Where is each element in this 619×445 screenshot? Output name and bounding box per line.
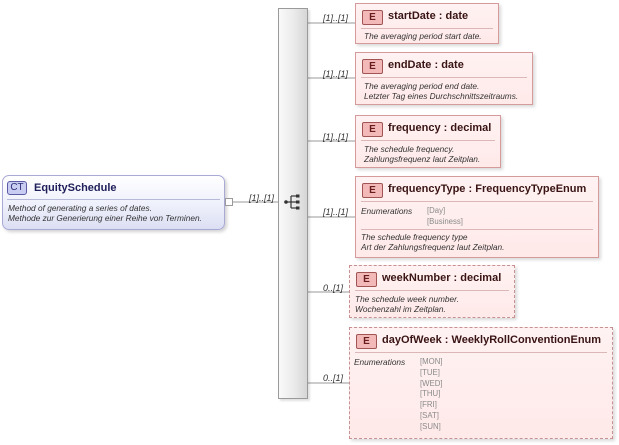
- element-card-dayofweek[interactable]: E dayOfWeek : WeeklyRollConventionEnum E…: [349, 327, 613, 439]
- complex-type-badge: CT: [7, 181, 27, 195]
- element-divider: [361, 77, 527, 78]
- element-card-frequency[interactable]: E frequency : decimal The schedule frequ…: [355, 115, 501, 168]
- element-divider: [355, 352, 607, 353]
- complex-type-box[interactable]: CT EquitySchedule Method of generating a…: [2, 175, 225, 230]
- element-badge: E: [356, 334, 377, 349]
- enum-value: [TUE]: [420, 367, 440, 377]
- element-badge: E: [362, 59, 383, 74]
- element-badge: E: [356, 272, 377, 287]
- element-divider: [361, 201, 593, 202]
- element-title: endDate : date: [388, 59, 464, 71]
- element-name: weekNumber: [382, 272, 451, 284]
- complex-type-multiplicity: [1]..[1]: [249, 193, 275, 203]
- enumerations-list: [MON] [TUE] [WED] [THU] [FRI] [SAT] [SUN…: [420, 357, 443, 433]
- element-doc-line: The averaging period end date.: [364, 81, 480, 91]
- enum-value: [WED]: [420, 378, 443, 388]
- element-type: date: [441, 59, 464, 71]
- element-divider: [361, 140, 495, 141]
- element-name: startDate: [388, 10, 436, 22]
- enum-value: [Business]: [427, 216, 463, 226]
- element-doc: The averaging period end date. Letzter T…: [364, 81, 518, 101]
- complex-type-doc-line: Methode zur Generierung einer Reihe von …: [8, 213, 202, 223]
- element-type: FrequencyTypeEnum: [475, 183, 587, 195]
- element-doc-line: The schedule frequency type: [361, 232, 468, 242]
- expand-collapse-port[interactable]: [225, 198, 233, 206]
- element-card-startdate[interactable]: E startDate : date The averaging period …: [355, 3, 499, 44]
- element-doc-line: Zahlungsfrequenz laut Zeitplan.: [364, 154, 481, 164]
- element-doc-line: The schedule frequency.: [364, 144, 455, 154]
- element-type: decimal: [460, 272, 502, 284]
- element-title: weekNumber : decimal: [382, 272, 501, 284]
- element-doc-line: Letzter Tag eines Durchschnittszeitraums…: [364, 91, 519, 101]
- element-name: dayOfWeek: [382, 334, 442, 346]
- element-name: frequencyType: [388, 183, 466, 195]
- type-separator: :: [453, 272, 458, 284]
- complex-type-name: EquitySchedule: [34, 182, 117, 194]
- type-separator: :: [468, 183, 473, 195]
- enum-value: [MON]: [420, 357, 443, 366]
- multiplicity-frequencytype: [1]..[1]: [323, 207, 349, 217]
- element-doc-line: The averaging period start date.: [364, 31, 482, 41]
- element-title: dayOfWeek : WeeklyRollConventionEnum: [382, 334, 601, 346]
- element-doc: The schedule week number. Wochenzahl im …: [355, 294, 459, 314]
- element-type: decimal: [450, 122, 492, 134]
- element-title: frequencyType : FrequencyTypeEnum: [388, 183, 586, 195]
- enum-value: [SAT]: [420, 410, 439, 420]
- element-doc: The schedule frequency type Art der Zahl…: [361, 232, 504, 252]
- element-badge: E: [362, 183, 383, 198]
- element-doc: The schedule frequency. Zahlungsfrequenz…: [364, 144, 480, 164]
- element-divider: [361, 229, 593, 230]
- type-separator: :: [438, 10, 443, 22]
- element-name: endDate: [388, 59, 432, 71]
- enum-value: [SUN]: [420, 421, 441, 431]
- element-name: frequency: [388, 122, 441, 134]
- multiplicity-startdate: [1]..[1]: [323, 13, 349, 23]
- type-separator: :: [443, 122, 448, 134]
- enumerations-label: Enumerations: [361, 206, 413, 216]
- complex-type-divider: [7, 199, 220, 200]
- element-badge: E: [362, 10, 383, 25]
- multiplicity-enddate: [1]..[1]: [323, 69, 349, 79]
- element-doc-line: Art der Zahlungsfrequenz laut Zeitplan.: [361, 242, 505, 252]
- element-type: date: [445, 10, 469, 22]
- element-doc: The averaging period start date.: [364, 31, 482, 41]
- element-doc-line: Wochenzahl im Zeitplan.: [355, 304, 446, 314]
- type-separator: :: [434, 59, 439, 71]
- element-title: frequency : decimal: [388, 122, 491, 134]
- multiplicity-weeknumber: 0..[1]: [323, 283, 344, 293]
- sequence-compositor-bar: [278, 8, 308, 399]
- element-type: WeeklyRollConventionEnum: [451, 334, 602, 346]
- element-divider: [361, 28, 493, 29]
- type-separator: :: [444, 334, 449, 346]
- complex-type-doc-line: Method of generating a series of dates.: [8, 203, 152, 213]
- multiplicity-frequency: [1]..[1]: [323, 132, 349, 142]
- sequence-icon: [284, 194, 300, 210]
- enum-value: [THU]: [420, 389, 441, 399]
- element-doc-line: The schedule week number.: [355, 294, 459, 304]
- element-card-frequencytype[interactable]: E frequencyType : FrequencyTypeEnum Enum…: [355, 176, 599, 258]
- complex-type-doc: Method of generating a series of dates. …: [8, 203, 202, 223]
- enum-value: [FRI]: [420, 400, 437, 410]
- element-card-enddate[interactable]: E endDate : date The averaging period en…: [355, 52, 533, 105]
- element-divider: [355, 290, 509, 291]
- enum-value: [Day]: [427, 206, 446, 215]
- enumerations-label: Enumerations: [354, 357, 406, 367]
- element-badge: E: [362, 122, 383, 137]
- element-title: startDate : date: [388, 10, 468, 22]
- element-card-weeknumber[interactable]: E weekNumber : decimal The schedule week…: [349, 265, 515, 318]
- enumerations-list: [Day] [Business]: [427, 206, 463, 228]
- multiplicity-dayofweek: 0..[1]: [323, 373, 344, 383]
